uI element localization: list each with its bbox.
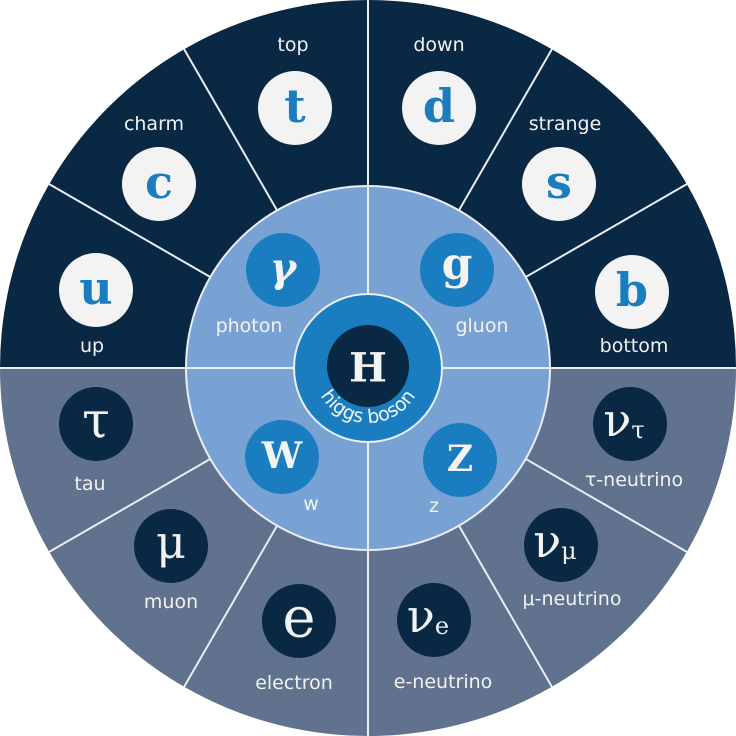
lepton-mu-neutrino[interactable]: νμ μ-neutrino [523, 508, 622, 610]
quark-down-label: down [413, 34, 464, 56]
quark-up-label: up [80, 335, 104, 357]
quark-strange[interactable]: s strange [522, 113, 601, 221]
quark-charm-symbol: c [145, 155, 173, 209]
quark-up[interactable]: u up [59, 253, 133, 357]
quark-top[interactable]: t top [258, 34, 332, 145]
quark-up-symbol: u [79, 261, 112, 315]
e-neutrino-symbol: νe [407, 589, 449, 643]
quark-strange-symbol: s [546, 155, 572, 209]
w-label: w [303, 493, 319, 515]
tau-neutrino-label: τ-neutrino [585, 469, 683, 491]
photon-label: photon [216, 315, 283, 337]
lepton-tau-neutrino[interactable]: ντ τ-neutrino [585, 387, 683, 491]
lepton-tau[interactable]: τ tau [59, 387, 133, 495]
boson-w[interactable]: W w [245, 420, 319, 515]
muon-symbol: μ [156, 515, 186, 569]
quark-bottom-symbol: b [616, 263, 648, 317]
gluon-label: gluon [455, 315, 508, 337]
higgs-symbol: H [349, 345, 387, 392]
electron-label: electron [255, 672, 333, 694]
mu-neutrino-symbol: νμ [533, 514, 577, 568]
w-symbol: W [261, 435, 303, 477]
quark-down-symbol: d [423, 79, 455, 133]
quark-top-symbol: t [284, 79, 306, 133]
quark-bottom[interactable]: b bottom [595, 255, 669, 357]
z-symbol: Z [447, 438, 473, 480]
tau-symbol: τ [82, 391, 110, 449]
quark-charm[interactable]: c charm [122, 113, 196, 221]
quark-down[interactable]: d down [402, 34, 476, 145]
lepton-e-neutrino[interactable]: νe e-neutrino [394, 583, 493, 693]
lepton-muon[interactable]: μ muon [134, 509, 208, 613]
quark-charm-label: charm [124, 113, 184, 135]
higgs-core-circle[interactable] [327, 325, 409, 407]
gluon-symbol: g [442, 239, 473, 290]
e-neutrino-label: e-neutrino [394, 671, 493, 693]
tau-neutrino-symbol: ντ [603, 393, 644, 447]
lepton-electron[interactable]: e electron [255, 584, 336, 694]
boson-gluon[interactable]: g gluon [420, 233, 509, 337]
photon-symbol: γ [270, 245, 298, 292]
quark-top-label: top [277, 34, 308, 56]
quark-strange-label: strange [529, 113, 602, 135]
boson-photon[interactable]: γ photon [216, 233, 320, 337]
muon-label: muon [144, 591, 198, 613]
boson-z[interactable]: Z z [423, 423, 497, 517]
z-label: z [429, 495, 439, 517]
quark-bottom-label: bottom [600, 335, 669, 357]
mu-neutrino-label: μ-neutrino [523, 588, 622, 610]
tau-label: tau [74, 473, 105, 495]
electron-symbol: e [282, 586, 315, 651]
